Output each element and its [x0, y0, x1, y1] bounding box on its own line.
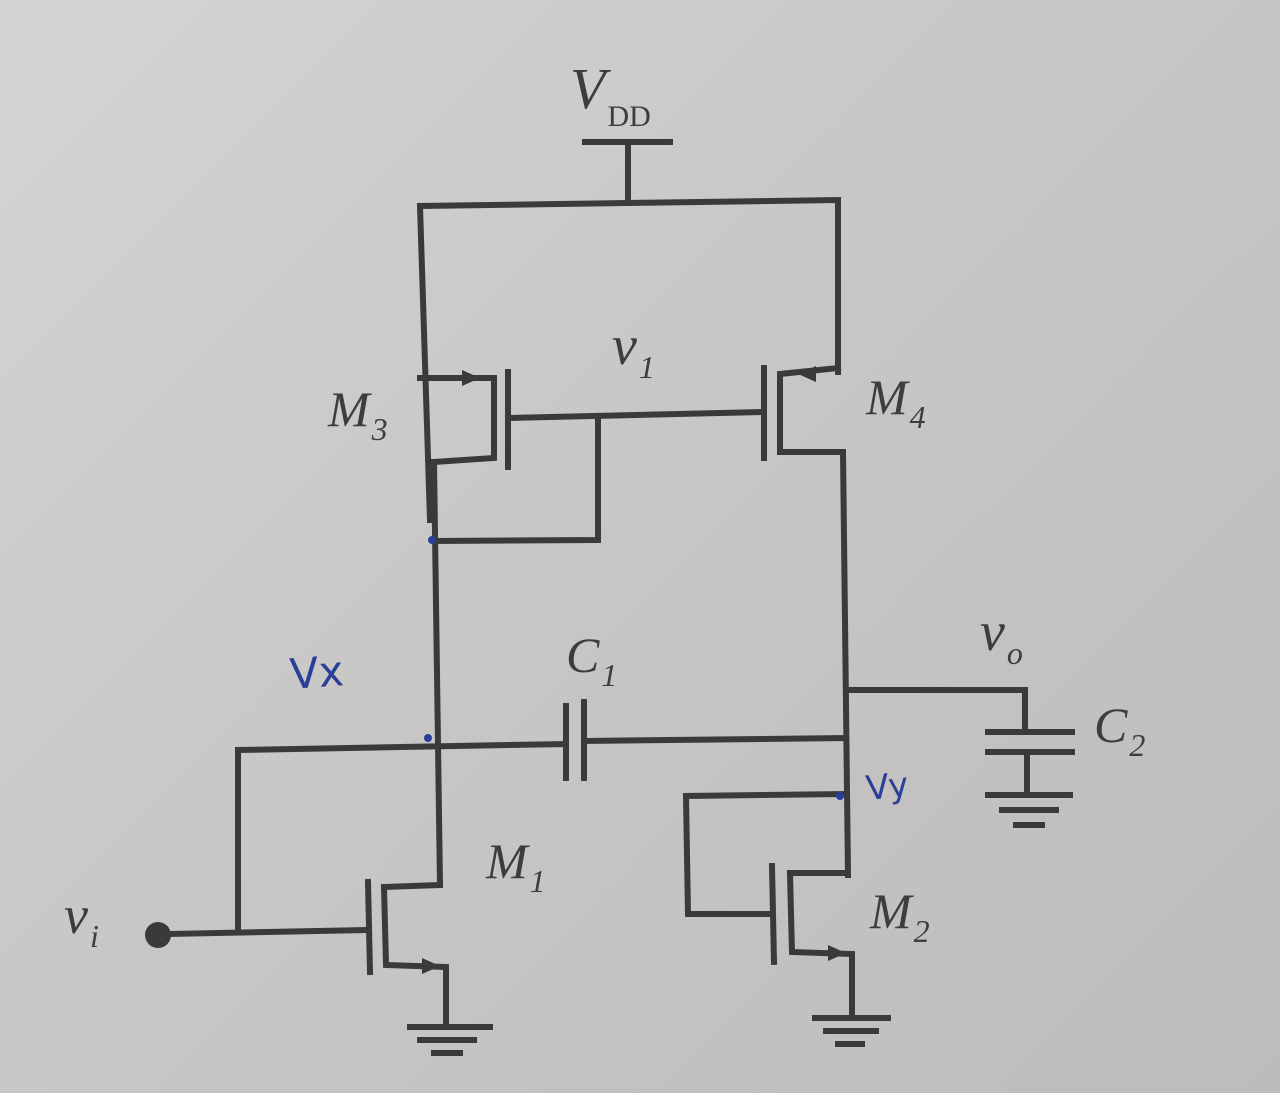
label-vdd: VDD: [570, 56, 651, 133]
capacitor-c1: [235, 699, 850, 935]
label-m4: M4: [866, 369, 926, 435]
vdd-rail: [416, 196, 841, 524]
vi-input-terminal: [145, 922, 369, 948]
label-m3: M3: [328, 381, 388, 447]
label-vo: vo: [980, 601, 1023, 671]
label-vi: vi: [64, 885, 99, 954]
output-wire: [843, 687, 1028, 731]
capacitor-c2: [985, 729, 1075, 828]
transistor-m2: [682, 790, 891, 1047]
vdd-supply-symbol: [582, 139, 673, 206]
left-node-wire: [430, 458, 444, 889]
transistor-m3: [417, 369, 511, 470]
label-m1: M1: [486, 833, 546, 899]
label-c2: C2: [1094, 697, 1146, 763]
label-v1: v1: [612, 315, 655, 385]
node-dot-upper: [428, 536, 436, 544]
m3-diode-connection: [432, 417, 601, 545]
node-dot-left: [424, 734, 432, 742]
node-dot-right: [836, 792, 844, 800]
label-m2: M2: [870, 883, 930, 949]
right-node-wire: [839, 448, 852, 879]
label-c1: C1: [566, 627, 618, 693]
transistor-m4: [761, 364, 846, 461]
handwritten-node-right: Vy: [864, 764, 911, 810]
v1-gate-net: [504, 408, 766, 422]
transistor-m1: [364, 878, 493, 1056]
handwritten-node-left: Vx: [288, 646, 346, 699]
